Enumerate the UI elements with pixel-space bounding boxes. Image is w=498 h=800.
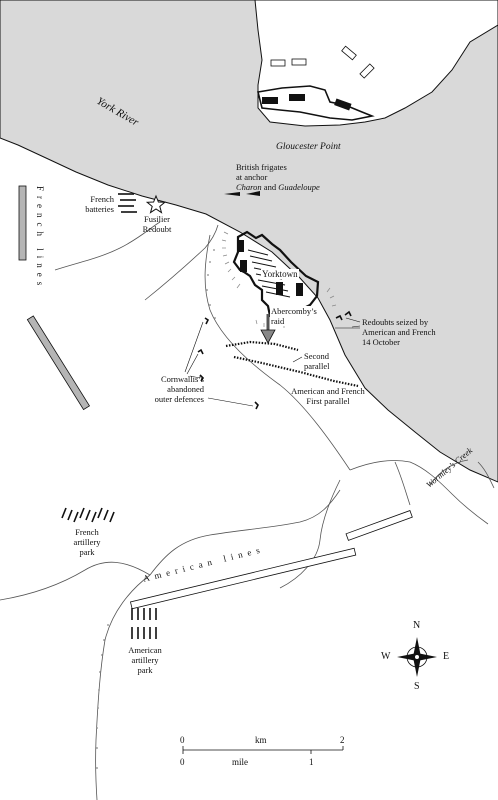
- gloucester-point-label: Gloucester Point: [276, 142, 341, 152]
- abercomby-raid-label: Abercomby’s raid: [270, 306, 318, 326]
- french-lines-bar-north: [18, 185, 27, 261]
- compass-rose: [397, 637, 437, 677]
- gloucester-block-2: [289, 94, 305, 101]
- scale-mile-end: 1: [309, 757, 314, 767]
- leader-lines: [184, 317, 361, 407]
- first-parallel-line: [233, 355, 359, 388]
- british-frigates-line-2: at anchor: [236, 172, 268, 182]
- yorktown-label: Yorktown: [261, 269, 299, 279]
- yorktown-block-4: [296, 283, 303, 296]
- french-lines-bar-south: [26, 315, 91, 411]
- american-artillery-line-1: American: [128, 645, 162, 655]
- french-batteries-line-2: batteries: [85, 204, 114, 214]
- first-parallel-label: American and French First parallel: [278, 386, 378, 406]
- gloucester-outwork-3: [341, 45, 357, 61]
- outer-defences-symbols: [197, 317, 259, 410]
- fusilier-redoubt-line-1: Fusilier: [144, 214, 170, 224]
- scale-km-unit: km: [255, 735, 267, 745]
- british-frigates-line-3: Charon and Guadeloupe: [236, 182, 320, 192]
- french-artillery-line-1: French: [75, 527, 99, 537]
- yorktown-block-3: [276, 282, 283, 295]
- redoubts-seized-line-2: American and French: [362, 327, 436, 337]
- streams: [0, 221, 495, 800]
- redoubts-seized-line-1: Redoubts seized by: [362, 317, 429, 327]
- scale-bar: [182, 746, 344, 754]
- outer-defences-line-1: Cornwallis’s: [161, 374, 204, 384]
- french-artillery-line-2: artillery: [73, 537, 101, 547]
- french-lines-label-north: French lines: [35, 186, 45, 291]
- scale-mile-start: 0: [180, 757, 185, 767]
- outer-defences-line-2: abandoned: [167, 384, 204, 394]
- british-frigates-line-1: British frigates: [236, 162, 287, 172]
- scale-km-start: 0: [180, 735, 185, 745]
- fusilier-redoubt-label: Fusilier Redoubt: [135, 214, 179, 234]
- outer-defences-label: Cornwallis’s abandoned outer defences: [146, 374, 204, 404]
- gloucester-block-1: [262, 97, 278, 104]
- redoubts-seized-label: Redoubts seized by American and French 1…: [362, 317, 436, 347]
- french-artillery-park-label: French artillery park: [62, 527, 112, 557]
- french-artillery-park-symbol: [61, 507, 115, 523]
- british-frigates-label: British frigates at anchor Charon and Gu…: [236, 162, 320, 192]
- scale-km-end: 2: [340, 735, 345, 745]
- american-lines-bar-west: [129, 547, 357, 610]
- second-parallel-line-2: parallel: [304, 361, 330, 371]
- american-artillery-line-3: park: [137, 665, 153, 675]
- american-artillery-line-2: artillery: [131, 655, 159, 665]
- second-parallel-label: Second parallel: [304, 351, 329, 371]
- first-parallel-line-1: American and French: [291, 386, 365, 396]
- french-artillery-line-3: park: [79, 547, 95, 557]
- fusilier-redoubt-line-2: Redoubt: [142, 224, 172, 234]
- gloucester-outwork-4: [359, 63, 375, 79]
- gloucester-point-land: [254, 0, 498, 127]
- seized-redoubts: [335, 310, 352, 321]
- guadeloupe-name: Guadeloupe: [278, 182, 320, 192]
- outer-defences-line-3: outer defences: [154, 394, 204, 404]
- abercomby-raid-line-1: Abercomby’s: [271, 306, 317, 316]
- american-lines-bar-east: [345, 510, 413, 541]
- french-batteries-symbol: [118, 193, 137, 213]
- abercomby-raid-line-2: raid: [271, 316, 285, 326]
- yorktown-block-1: [237, 240, 244, 252]
- gloucester-fort-outline: [257, 85, 375, 121]
- charon-name: Charon: [236, 182, 262, 192]
- american-artillery-park-symbol: [131, 608, 157, 639]
- compass-west: W: [381, 651, 391, 662]
- scale-mile-unit: mile: [232, 757, 248, 767]
- second-parallel-line-1: Second: [304, 351, 330, 361]
- first-parallel-line-2: First parallel: [306, 396, 350, 406]
- american-artillery-park-label: American artillery park: [117, 645, 173, 675]
- frigate-guadeloupe: [246, 191, 260, 196]
- gloucester-block-3: [334, 98, 352, 111]
- fusilier-redoubt-star: [145, 194, 167, 214]
- marsh-dots: [96, 249, 216, 769]
- and-word: and: [263, 182, 277, 192]
- compass-north: N: [413, 620, 421, 631]
- gloucester-outwork-1: [270, 59, 286, 67]
- yorktown-block-2: [240, 260, 247, 272]
- compass-south: S: [414, 681, 420, 692]
- gloucester-outwork-2: [291, 58, 307, 66]
- frigate-charon: [224, 192, 240, 196]
- compass-east: E: [443, 651, 450, 662]
- redoubts-seized-line-3: 14 October: [362, 337, 401, 347]
- french-batteries-line-1: French: [90, 194, 114, 204]
- french-batteries-label: French batteries: [76, 194, 114, 214]
- abercomby-raid-arrowhead: [260, 329, 276, 344]
- second-parallel-line: [225, 340, 299, 352]
